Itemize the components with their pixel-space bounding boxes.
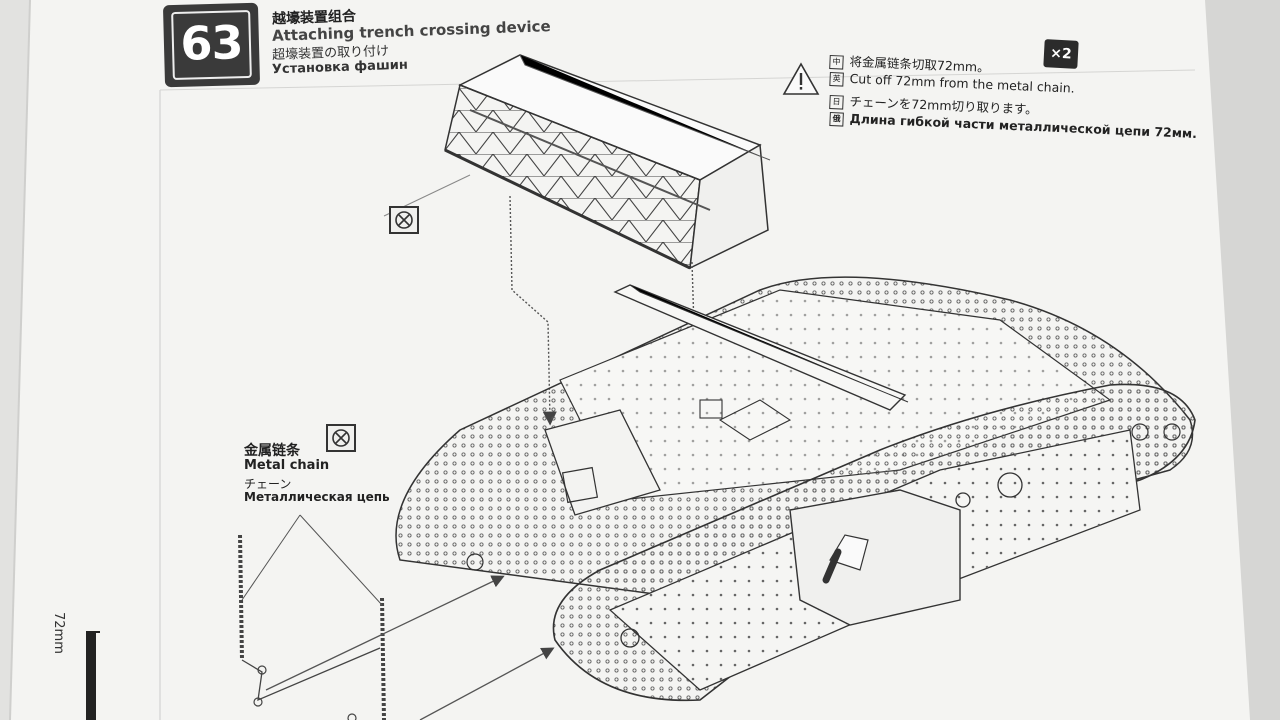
step-number-badge: 63 [162, 2, 261, 88]
metal-chain-drawing [238, 514, 555, 720]
part-name-ru: Металлическая цепь [244, 490, 390, 504]
warning-icon [782, 62, 820, 95]
ruler-label: 72mm [51, 612, 66, 654]
language-tag-icon: 日 [829, 94, 844, 110]
fascine-drawing [444, 54, 771, 270]
glue-icon [326, 424, 356, 452]
part-name-cn: 金属链条 [244, 443, 300, 459]
language-tag-icon: 俄 [829, 111, 844, 127]
part-name-jp: チェーン [244, 477, 292, 491]
language-tag-icon: 中 [829, 54, 844, 70]
glue-icon [389, 206, 419, 234]
step-number: 63 [179, 15, 244, 71]
language-tag-icon: 英 [829, 71, 844, 87]
part-name-en: Metal chain [244, 458, 330, 473]
quantity-badge: ×2 [1043, 39, 1079, 69]
tank-drawing [395, 276, 1196, 702]
